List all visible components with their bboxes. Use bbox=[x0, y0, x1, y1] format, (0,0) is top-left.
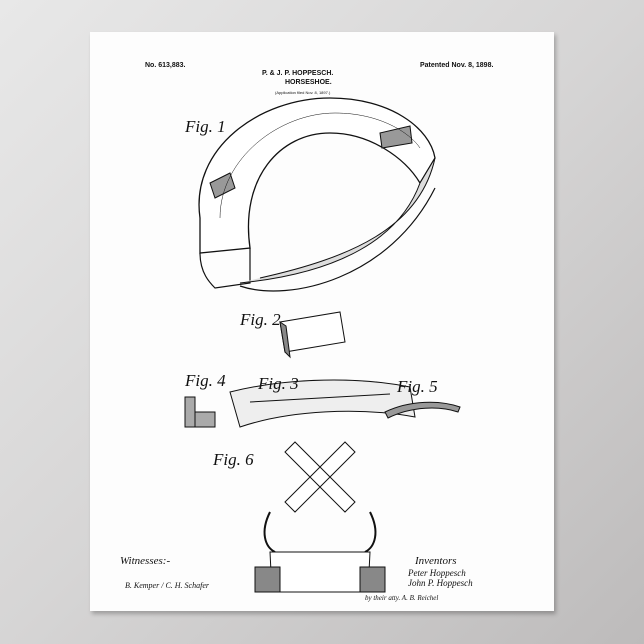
fig4-label: Fig. 4 bbox=[184, 371, 226, 390]
fig2-drawing bbox=[280, 312, 345, 357]
patent-poster: No. 613,883. Patented Nov. 8, 1898. P. &… bbox=[90, 32, 554, 611]
inventor-1: Peter Hoppesch bbox=[407, 568, 466, 578]
fig4-drawing bbox=[185, 397, 215, 427]
fig6-label: Fig. 6 bbox=[212, 450, 254, 469]
patent-drawing: Fig. 1 Fig. 2 Fig. 3 Fig. 4 Fig. 5 Fig. … bbox=[90, 32, 554, 611]
inventor-2: John P. Hoppesch bbox=[408, 578, 473, 588]
patent-title: HORSESHOE. bbox=[285, 79, 332, 86]
fig2-label: Fig. 2 bbox=[239, 310, 281, 329]
patent-date: Patented Nov. 8, 1898. bbox=[420, 62, 493, 69]
inventors-line: P. & J. P. HOPPESCH. bbox=[262, 70, 333, 77]
inventors-label: Inventors bbox=[414, 555, 457, 567]
fig1-horseshoe bbox=[199, 98, 435, 291]
patent-number: No. 613,883. bbox=[145, 62, 185, 69]
fig1-label: Fig. 1 bbox=[184, 117, 226, 136]
application-date: (Application filed Nov. 8, 1897.) bbox=[275, 90, 330, 95]
witness-signatures: B. Kemper / C. H. Schafer bbox=[125, 581, 210, 590]
witnesses-label: Witnesses:- bbox=[120, 555, 170, 567]
fig3-label: Fig. 3 bbox=[257, 374, 299, 393]
fig5-label: Fig. 5 bbox=[396, 377, 438, 396]
fig6-drawing bbox=[255, 442, 385, 592]
attorney-signature: by their atty. A. B. Reichel bbox=[365, 594, 438, 602]
